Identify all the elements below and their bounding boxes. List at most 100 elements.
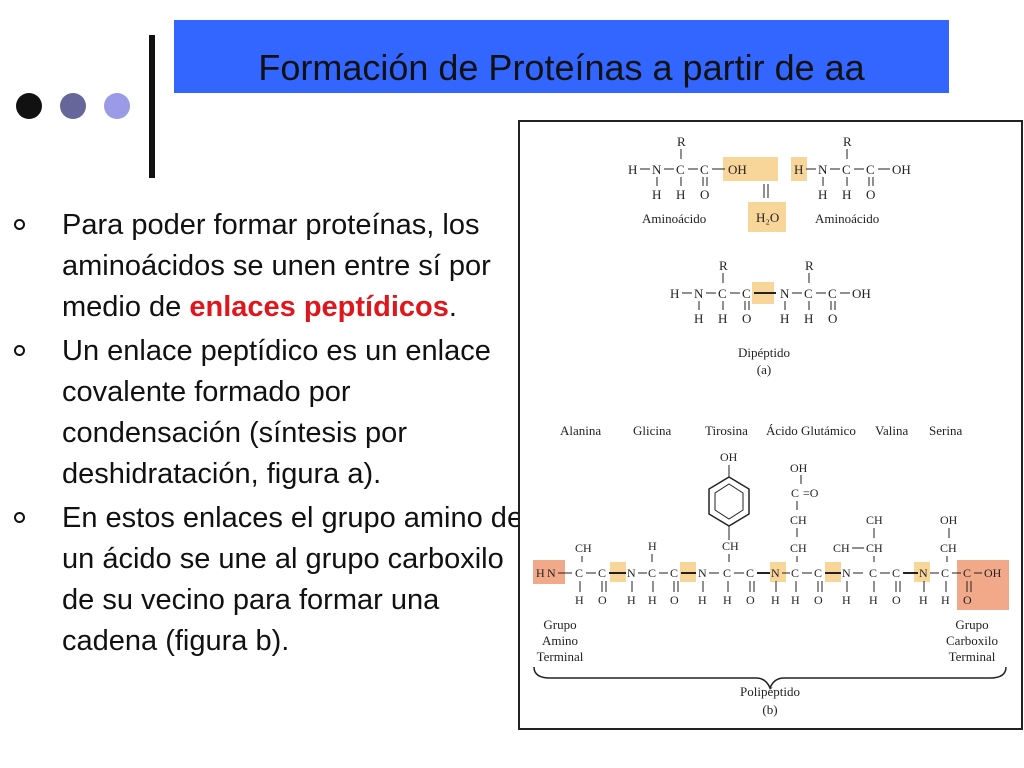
title-bar (174, 20, 949, 93)
svg-text:Terminal: Terminal (537, 649, 584, 664)
svg-text:OH: OH (720, 450, 738, 464)
svg-text:C: C (598, 566, 606, 580)
caption-b: (b) (762, 702, 777, 717)
water-highlight (748, 202, 786, 232)
dipeptide-structure: H N C C N C C OH R R H H O H H O (670, 258, 871, 326)
svg-text:N: N (652, 162, 662, 177)
svg-text:C: C (814, 566, 822, 580)
bullet-text: . (448, 291, 457, 323)
svg-text:H: H (818, 187, 827, 202)
svg-text:OH: OH (728, 162, 747, 177)
bullet-marker-icon (14, 512, 25, 523)
h-highlight (791, 157, 807, 181)
svg-text:CH: CH (866, 541, 883, 555)
svg-text:N: N (818, 162, 828, 177)
svg-text:O: O (742, 311, 751, 326)
tyrosine-ring: OH (708, 450, 750, 540)
svg-text:C: C (700, 162, 709, 177)
decor-dot-lavender (104, 93, 130, 119)
equilibrium-arrows-icon (763, 184, 769, 198)
caption-a: (a) (757, 362, 771, 377)
residue-alanina: Alanina (560, 423, 601, 438)
residue-valina: Valina (875, 423, 908, 438)
amino-acid-left: H N C C OH R H H O (628, 134, 747, 202)
svg-text:C: C (804, 286, 813, 301)
carboxyl-terminal-label: Grupo Carboxilo Terminal (946, 617, 998, 664)
svg-text:OH: OH (852, 286, 871, 301)
svg-text:H: H (791, 593, 800, 607)
svg-text:OH: OH (940, 513, 958, 527)
svg-text:N: N (547, 566, 556, 580)
dipeptide-label: Dipéptido (738, 345, 790, 360)
svg-text:H: H (627, 593, 636, 607)
amino-terminal-label: Grupo Amino Terminal (537, 617, 584, 664)
svg-text:H: H (869, 593, 878, 607)
carboxyl-terminal-highlight (957, 560, 1009, 610)
svg-text:C: C (828, 286, 837, 301)
svg-text:C: C (866, 162, 875, 177)
svg-text:H: H (536, 566, 545, 580)
svg-text:H: H (575, 593, 584, 607)
svg-text:R: R (805, 258, 814, 273)
polypeptide-label: Polipéptido (740, 684, 800, 699)
svg-text:Grupo: Grupo (543, 617, 576, 632)
residue-acido-glutamico: Ácido Glutámico (766, 423, 856, 438)
svg-text:O: O (892, 593, 901, 607)
svg-text:O: O (598, 593, 607, 607)
residue-names: Alanina Glicina Tirosina Ácido Glutámico… (560, 423, 962, 438)
peptide-figure: H N C C OH R H H O H N C C OH R H H O H₂… (518, 120, 1023, 730)
svg-text:OH: OH (984, 566, 1002, 580)
svg-text:C: C (670, 566, 678, 580)
svg-text:N: N (627, 566, 636, 580)
svg-text:H: H (648, 593, 657, 607)
svg-text:R: R (677, 134, 686, 149)
svg-text:C: C (892, 566, 900, 580)
svg-text:H: H (670, 286, 679, 301)
residue-glicina: Glicina (633, 423, 671, 438)
bullet-item: En estos enlaces el grupo amino de un ác… (14, 498, 534, 662)
bullet-text: Para poder formar proteínas, los aminoác… (62, 209, 491, 323)
svg-text:H: H (652, 187, 661, 202)
svg-text:H: H (676, 187, 685, 202)
svg-text:C: C (791, 566, 799, 580)
bullet-marker-icon (14, 345, 25, 356)
highlighted-term: enlaces peptídicos (189, 291, 449, 323)
svg-text:O: O (670, 593, 679, 607)
svg-text:OH: OH (892, 162, 911, 177)
svg-text:CH: CH (790, 541, 807, 555)
svg-text:H: H (794, 162, 803, 177)
bullet-text: En estos enlaces el grupo amino de un ác… (62, 502, 524, 657)
svg-text:H: H (780, 311, 789, 326)
svg-text:H: H (698, 593, 707, 607)
svg-text:O: O (828, 311, 837, 326)
svg-text:CH: CH (833, 541, 850, 555)
peptide-diagram: H N C C OH R H H O H N C C OH R H H O H₂… (533, 134, 1009, 717)
svg-text:H: H (628, 162, 637, 177)
svg-text:O: O (814, 593, 823, 607)
bullet-text: Un enlace peptídico es un enlace covalen… (62, 335, 491, 490)
svg-text:CH: CH (790, 513, 807, 527)
svg-text:C: C (648, 566, 656, 580)
svg-text:CH: CH (575, 541, 592, 555)
svg-text:N: N (771, 566, 780, 580)
svg-text:C: C (869, 566, 877, 580)
svg-text:N: N (842, 566, 851, 580)
bullet-item: Para poder formar proteínas, los aminoác… (14, 205, 534, 328)
water-label: H₂O (756, 210, 779, 225)
svg-text:C: C (842, 162, 851, 177)
svg-text:N: N (694, 286, 704, 301)
svg-text:H: H (718, 311, 727, 326)
svg-text:Terminal: Terminal (949, 649, 996, 664)
amino-acid-right: H N C C OH R H H O (794, 134, 911, 202)
svg-text:H: H (804, 311, 813, 326)
svg-text:H: H (941, 593, 950, 607)
svg-text:C: C (941, 566, 949, 580)
svg-text:R: R (719, 258, 728, 273)
left-amino-acid-label: Aminoácido (642, 211, 706, 226)
svg-text:H: H (771, 593, 780, 607)
svg-text:R: R (843, 134, 852, 149)
bullet-list: Para poder formar proteínas, los aminoác… (14, 205, 534, 665)
svg-text:H: H (723, 593, 732, 607)
decor-vertical-bar (149, 35, 155, 178)
